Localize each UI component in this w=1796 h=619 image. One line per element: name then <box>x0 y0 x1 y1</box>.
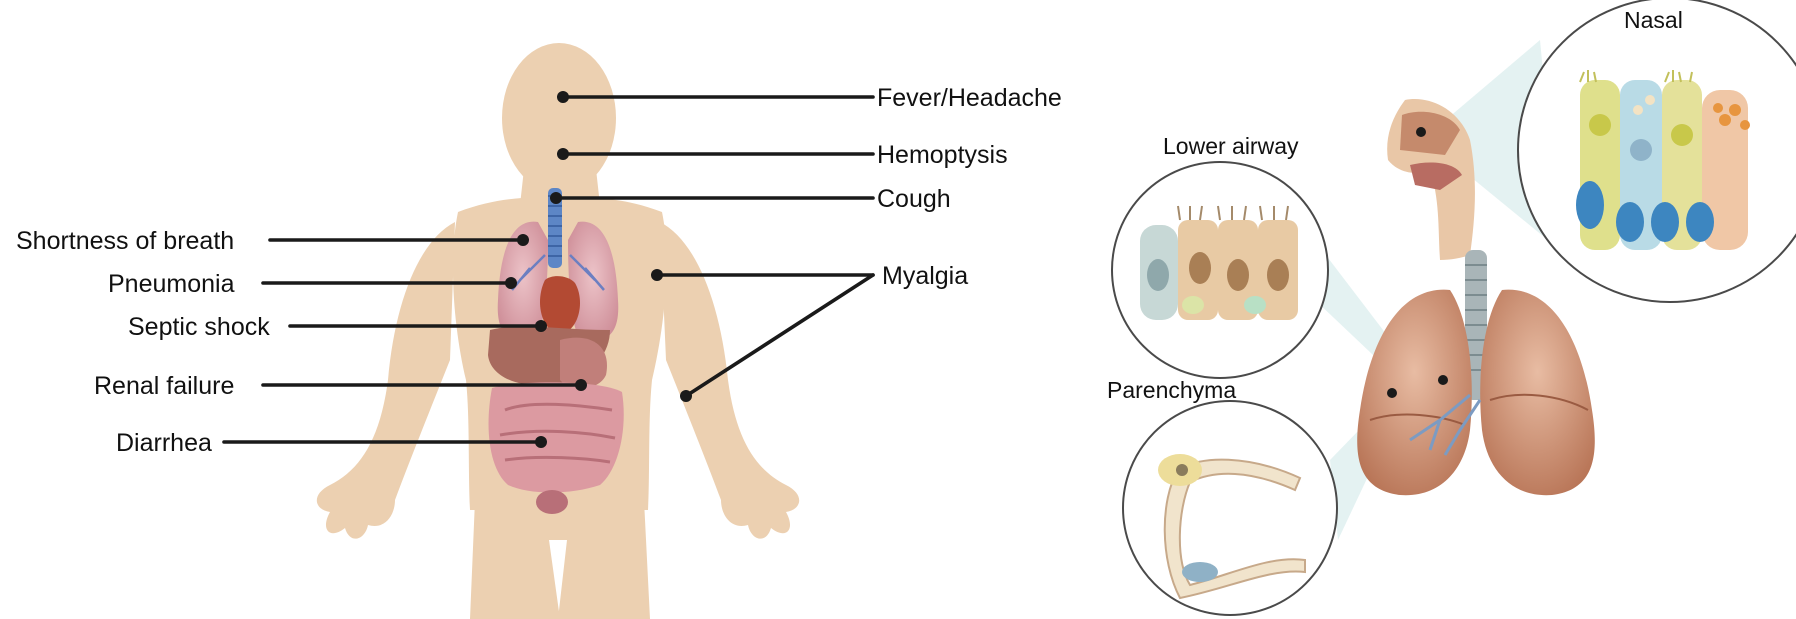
label-cough: Cough <box>877 185 951 213</box>
label-diarrhea: Diarrhea <box>116 429 212 457</box>
label-septic-shock: Septic shock <box>128 313 270 341</box>
label-pneumonia: Pneumonia <box>108 270 235 298</box>
label-renal-failure: Renal failure <box>94 372 234 400</box>
resp-right-lung-shape <box>1480 290 1595 496</box>
label-hemoptysis: Hemoptysis <box>877 141 1008 169</box>
label-myalgia: Myalgia <box>882 262 968 290</box>
parenchyma-cells-callout <box>1123 401 1337 615</box>
intestines-shape <box>489 382 624 492</box>
nasal-cells-callout <box>1518 0 1796 302</box>
label-shortness-of-breath: Shortness of breath <box>16 227 234 255</box>
lower-airway-cells-callout <box>1112 162 1328 378</box>
label-nasal: Nasal <box>1624 7 1683 33</box>
label-parenchyma: Parenchyma <box>1107 377 1236 403</box>
head-shape <box>502 43 616 193</box>
label-fever-headache: Fever/Headache <box>877 84 1062 112</box>
label-lower-airway: Lower airway <box>1163 133 1299 159</box>
